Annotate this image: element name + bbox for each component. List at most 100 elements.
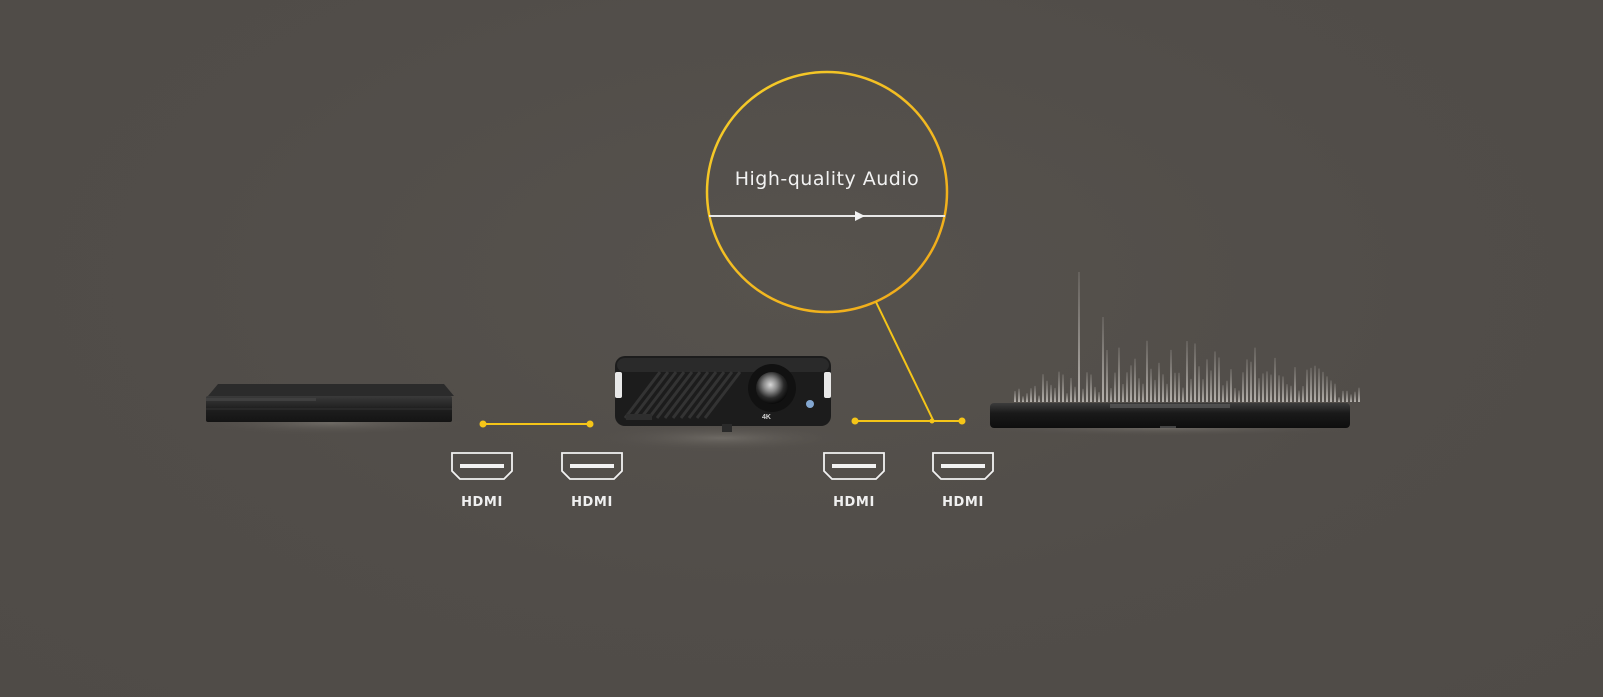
waveform-bar — [1322, 371, 1324, 402]
hdmi-port-icon — [932, 452, 994, 480]
waveform-bar — [1278, 375, 1280, 402]
waveform-bar — [1266, 371, 1268, 402]
waveform-bar — [1146, 340, 1148, 402]
signal-arrow-icon — [855, 211, 865, 221]
audio-waveform — [1014, 272, 1360, 402]
waveform-bar — [1190, 378, 1192, 402]
waveform-bar — [1294, 367, 1296, 402]
waveform-bar — [1106, 349, 1108, 402]
waveform-bar — [1234, 388, 1236, 402]
waveform-bar — [1194, 343, 1196, 402]
waveform-bar — [1166, 383, 1168, 402]
bubble-label: High-quality Audio — [734, 168, 920, 190]
hdmi-port-icon — [561, 452, 623, 480]
waveform-bar — [1262, 373, 1264, 402]
waveform-bar — [1126, 372, 1128, 402]
waveform-bar — [1174, 372, 1176, 402]
waveform-bar — [1078, 272, 1080, 402]
connection-player-projector — [479, 420, 594, 428]
waveform-bar — [1098, 391, 1100, 402]
soundbar-body — [990, 403, 1350, 428]
waveform-bar — [1314, 365, 1316, 402]
connection-projector-soundbar — [851, 417, 966, 425]
waveform-bar — [1142, 383, 1144, 402]
waveform-bar — [1250, 361, 1252, 402]
connector-dot — [586, 420, 594, 428]
waveform-bar — [1178, 372, 1180, 402]
waveform-bar — [1058, 371, 1060, 402]
waveform-bar — [1130, 365, 1132, 402]
bubble-ring — [705, 70, 949, 314]
waveform-bar — [1318, 368, 1320, 402]
projector-left-light — [615, 372, 622, 398]
waveform-bar — [1066, 393, 1068, 402]
waveform-bar — [1110, 388, 1112, 402]
connector-junction — [929, 418, 935, 424]
waveform-bar — [1214, 351, 1216, 402]
waveform-bar — [1086, 372, 1088, 402]
projector-top-edge — [617, 358, 829, 372]
projector-grille — [626, 414, 652, 420]
soundbar-device — [965, 272, 1365, 436]
waveform-bar — [1310, 367, 1312, 402]
waveform-bar — [1334, 383, 1336, 402]
waveform-bar — [1218, 357, 1220, 402]
audio-zoom-bubble — [705, 70, 949, 423]
waveform-bar — [1034, 385, 1036, 402]
waveform-bar — [1226, 380, 1228, 402]
waveform-bar — [1038, 395, 1040, 402]
player-top — [208, 384, 454, 396]
waveform-bar — [1170, 349, 1172, 402]
waveform-bar — [1090, 374, 1092, 402]
waveform-bar — [1042, 374, 1044, 402]
waveform-bar — [1306, 369, 1308, 402]
waveform-bar — [1022, 396, 1024, 402]
waveform-bar — [1238, 390, 1240, 402]
waveform-bar — [1050, 384, 1052, 402]
waveform-bar — [1046, 380, 1048, 402]
waveform-bar — [1354, 391, 1356, 402]
waveform-bar — [1210, 370, 1212, 402]
waveform-bar — [1054, 387, 1056, 402]
media-player-device — [190, 384, 470, 435]
waveform-bar — [1158, 362, 1160, 402]
waveform-bar — [1114, 372, 1116, 402]
waveform-bar — [1062, 374, 1064, 402]
waveform-bar — [1138, 378, 1140, 402]
waveform-bar — [1326, 376, 1328, 402]
waveform-bar — [1338, 397, 1340, 402]
hdmi-port-label: HDMI — [833, 495, 875, 510]
hdmi-port-label: HDMI — [571, 495, 613, 510]
waveform-bar — [1330, 380, 1332, 402]
waveform-bar — [1242, 372, 1244, 402]
waveform-bar — [1298, 390, 1300, 402]
waveform-bar — [1102, 317, 1104, 402]
waveform-bar — [1270, 374, 1272, 402]
waveform-bar — [1246, 359, 1248, 402]
waveform-bar — [1014, 390, 1016, 402]
bubble-pointer-line — [875, 301, 935, 423]
waveform-bar — [1230, 369, 1232, 402]
connector-dot — [851, 417, 859, 425]
connector-dot — [958, 417, 966, 425]
waveform-bar — [1030, 388, 1032, 402]
waveform-bar — [1206, 359, 1208, 402]
waveform-bar — [1342, 390, 1344, 402]
waveform-bar — [1202, 379, 1204, 402]
soundbar-highlight — [1110, 404, 1230, 408]
waveform-bar — [1154, 379, 1156, 402]
waveform-bar — [1258, 378, 1260, 402]
waveform-bar — [1118, 347, 1120, 402]
waveform-bar — [1290, 385, 1292, 402]
connector-dot — [479, 420, 487, 428]
waveform-bar — [1070, 377, 1072, 402]
projector-foot — [722, 424, 732, 432]
waveform-bar — [1026, 393, 1028, 402]
waveform-bar — [1162, 374, 1164, 402]
hdmi-port-label: HDMI — [942, 495, 984, 510]
waveform-bar — [1254, 347, 1256, 402]
projector-device: 4K — [592, 356, 852, 452]
projector-lens — [756, 372, 788, 404]
projector-shadow — [592, 424, 852, 452]
